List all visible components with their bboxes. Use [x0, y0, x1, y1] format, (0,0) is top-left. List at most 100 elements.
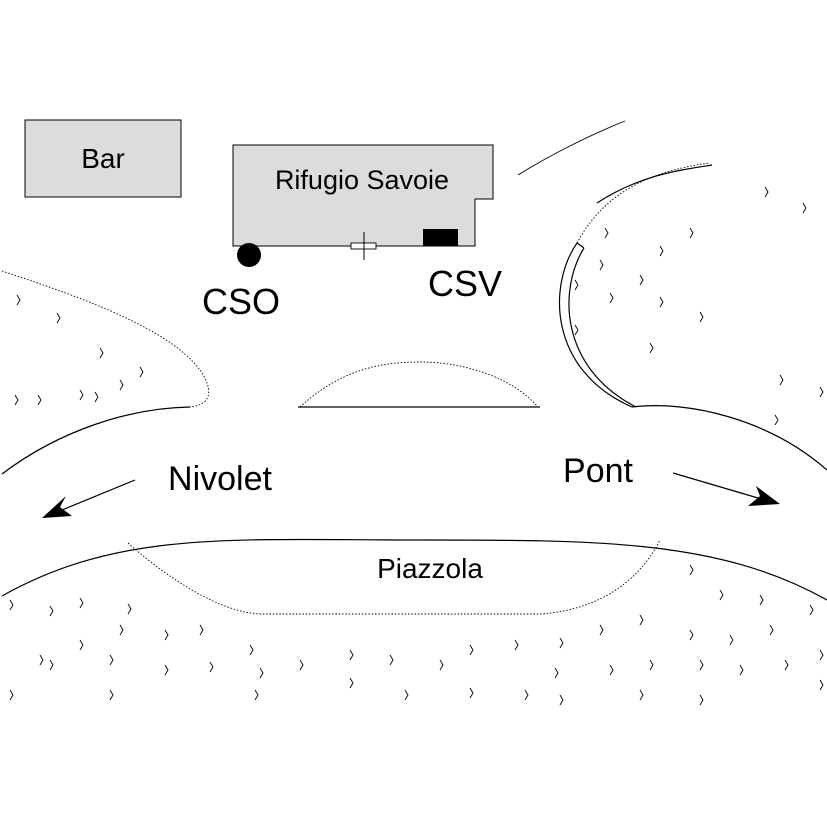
- grass-mark: [99, 347, 104, 359]
- grass-mark: [574, 279, 579, 291]
- right-terrain-inner-edge: [558, 242, 633, 408]
- upper-right-line: [517, 120, 626, 176]
- grass-mark: [554, 667, 559, 679]
- grass-mark: [349, 677, 354, 689]
- grass-mark: [209, 661, 214, 673]
- piazzola-label: Piazzola: [377, 553, 483, 584]
- grass-mark: [609, 292, 614, 304]
- grass-mark: [599, 259, 604, 271]
- csv-label: CSV: [428, 263, 502, 304]
- grass-mark: [79, 597, 84, 609]
- grass-mark: [699, 311, 704, 323]
- nivolet-arrow-icon: [42, 479, 136, 518]
- right-terrain-connector: [576, 242, 585, 249]
- grass-mark: [254, 689, 259, 701]
- grass-mark: [14, 394, 19, 406]
- grass-mark: [819, 649, 824, 661]
- grass-mark: [649, 659, 654, 671]
- grass-mark: [524, 689, 529, 701]
- grass-mark: [109, 654, 114, 666]
- grass-mark: [94, 391, 99, 403]
- grass-mark: [49, 605, 54, 617]
- grass-mark: [774, 414, 779, 426]
- road-edge-upper-right: [631, 405, 827, 471]
- grass-mark: [469, 687, 474, 699]
- grass-mark: [79, 639, 84, 651]
- grass-mark: [127, 603, 132, 615]
- grass-mark: [109, 689, 114, 701]
- right-terrain-inner-edge-2: [568, 247, 637, 408]
- grass-mark: [719, 589, 724, 601]
- grass-mark: [469, 644, 474, 656]
- csv-marker: [423, 229, 458, 246]
- grass-mark: [819, 386, 824, 398]
- grass-mark: [764, 186, 769, 198]
- grass-mark: [689, 227, 694, 239]
- grass-mark: [16, 294, 21, 306]
- grass-mark: [689, 564, 694, 576]
- grass-mark: [559, 637, 564, 649]
- upper-left-terrain-edge: [1, 270, 210, 408]
- bar-building: Bar: [24, 119, 182, 198]
- cso-label: CSO: [202, 281, 280, 322]
- grass-mark: [404, 689, 409, 701]
- bar-outline: [24, 119, 182, 198]
- grass-mark: [389, 654, 394, 666]
- bar-label: Bar: [81, 143, 125, 174]
- grass-mark: [639, 614, 644, 626]
- grass-mark: [639, 274, 644, 286]
- grass-mark: [164, 629, 169, 641]
- grass-mark: [689, 629, 694, 641]
- road-edge-lower: [1, 538, 827, 601]
- grass-mark: [9, 599, 14, 611]
- grass-mark: [79, 389, 84, 401]
- cross-marker-icon: [350, 232, 377, 260]
- right-terrain-arc: [596, 164, 713, 204]
- grass-mark: [574, 324, 579, 336]
- pont-label: Pont: [563, 452, 633, 490]
- mound-edge: [299, 361, 539, 408]
- nivolet-label: Nivolet: [168, 460, 272, 498]
- grass-mark: [56, 312, 61, 324]
- grass-mark: [639, 689, 644, 701]
- grass-mark: [659, 296, 664, 308]
- grass-mark: [199, 624, 204, 636]
- grass-mark: [39, 654, 44, 666]
- grass-mark: [119, 624, 124, 636]
- grass-mark: [119, 379, 124, 391]
- grass-mark: [299, 659, 304, 671]
- grass-mark: [349, 649, 354, 661]
- piazzola-edge: [127, 539, 661, 615]
- grass-mark: [802, 202, 807, 214]
- grass-mark: [514, 639, 519, 651]
- grass-mark: [819, 679, 824, 691]
- grass-mark: [604, 227, 609, 239]
- grass-mark: [559, 694, 564, 706]
- right-terrain-top-edge: [576, 162, 711, 244]
- grass-marks: [9, 186, 824, 706]
- grass-mark: [739, 664, 744, 676]
- grass-mark: [37, 394, 42, 406]
- grass-mark: [699, 694, 704, 706]
- cso-marker: [237, 243, 261, 267]
- grass-mark: [659, 245, 664, 257]
- grass-mark: [729, 634, 734, 646]
- grass-mark: [649, 342, 654, 354]
- rifugio-outline: [232, 144, 494, 247]
- grass-mark: [49, 659, 54, 671]
- grass-mark: [599, 624, 604, 636]
- rifugio-label: Rifugio Savoie: [275, 165, 449, 195]
- pont-arrow-icon: [672, 472, 780, 506]
- grass-mark: [609, 664, 614, 676]
- grass-mark: [259, 667, 264, 679]
- grass-mark: [439, 659, 444, 671]
- grass-mark: [139, 366, 144, 378]
- grass-mark: [784, 659, 789, 671]
- grass-mark: [9, 689, 14, 701]
- grass-mark: [769, 624, 774, 636]
- grass-mark: [699, 659, 704, 671]
- rifugio-building: Rifugio Savoie: [232, 144, 494, 260]
- grass-mark: [759, 594, 764, 606]
- road-edge-upper-left: [1, 406, 191, 475]
